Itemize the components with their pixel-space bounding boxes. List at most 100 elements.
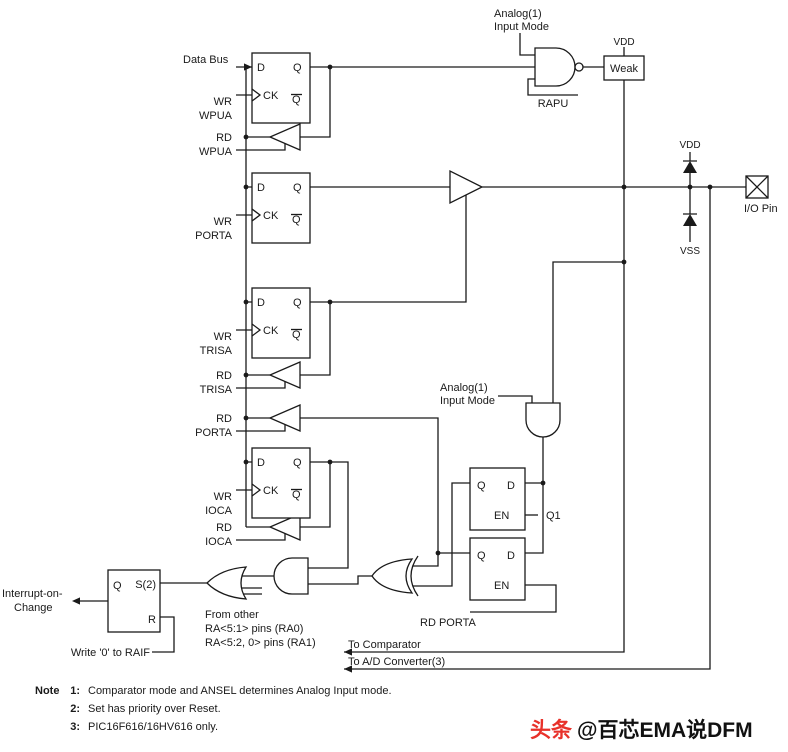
rd-porta-clock-label: RD PORTA xyxy=(420,617,476,629)
wire-xor-out xyxy=(308,575,372,585)
svg-text:WR: WR xyxy=(214,491,232,503)
wire-rd-trisa-in xyxy=(300,302,331,376)
trisa-clock-wedge xyxy=(251,323,262,337)
trisa-q-label: Q xyxy=(293,297,302,309)
raif-q-label: Q xyxy=(113,580,122,592)
watermark-handle: @百芯EMA说DFM xyxy=(577,718,753,742)
svg-text:IOCA: IOCA xyxy=(205,536,233,548)
rd-wpua-label: RD WPUA xyxy=(199,132,233,158)
svg-text:WR: WR xyxy=(214,331,232,343)
porta-latch-box xyxy=(251,172,311,244)
svg-text:PORTA: PORTA xyxy=(195,230,233,242)
interrupt-on-change-line1: Interrupt-on- xyxy=(2,588,63,600)
note2-num: 2: xyxy=(70,703,80,715)
wr-trisa-label: WR TRISA xyxy=(200,331,233,357)
wr-wpua-label: WR WPUA xyxy=(199,96,233,122)
svg-text:RD: RD xyxy=(216,413,232,425)
note1-text: Comparator mode and ANSEL determines Ana… xyxy=(88,685,392,697)
ioca-latch: D Q CK Q xyxy=(251,447,311,519)
ioc-or-gate xyxy=(206,566,248,600)
ioca-latch-box xyxy=(251,447,311,519)
rd-porta-buffer xyxy=(268,404,301,432)
raif-latch: Q S(2) R xyxy=(107,569,161,633)
q1-latch-d-label: D xyxy=(507,480,515,492)
to-comparator-label: To Comparator xyxy=(348,639,421,651)
note3-text: PIC16F616/16HV616 only. xyxy=(88,721,218,733)
q1-latch-box xyxy=(469,467,526,531)
wire-trisa-enable xyxy=(310,195,467,303)
svg-text:RD: RD xyxy=(216,370,232,382)
wpua-qbar-label: Q xyxy=(292,94,301,106)
from-other-line2: RA<5:1> pins (RA0) xyxy=(205,623,303,635)
data-bus-label: Data Bus xyxy=(183,54,229,66)
rd-trisa-label: RD TRISA xyxy=(200,370,233,396)
svg-text:RD: RD xyxy=(216,522,232,534)
analog-input-mode-mid-line2: Input Mode xyxy=(440,395,495,407)
wire-from-other-stubs xyxy=(241,587,262,595)
analog-and-gate xyxy=(525,402,561,438)
io-pin-box-cross xyxy=(745,175,769,199)
from-other-line1: From other xyxy=(205,609,259,621)
wire-rd-porta-read xyxy=(300,417,439,567)
vdd-pin-label: VDD xyxy=(679,140,700,151)
wire-latch1-q xyxy=(413,482,470,587)
ioc-xor-gate xyxy=(371,558,414,594)
trisa-latch-box xyxy=(251,287,311,359)
note3-num: 3: xyxy=(70,721,80,733)
wpua-q-label: Q xyxy=(293,62,302,74)
q1-sample-latch: Q D EN xyxy=(469,467,526,531)
rd-ioca-buffer xyxy=(268,513,301,541)
diode-cathode-bars xyxy=(683,160,697,215)
ioc-xor-gate-back-arc xyxy=(410,555,419,597)
vdd-weak-label: VDD xyxy=(613,37,634,48)
interrupt-arrow xyxy=(72,597,80,605)
ioca-ck-label: CK xyxy=(263,485,279,497)
svg-text:WPUA: WPUA xyxy=(199,146,233,158)
rdporta-latch-q-label: Q xyxy=(477,550,486,562)
wpua-ck-label: CK xyxy=(263,90,279,102)
rapu-label: RAPU xyxy=(538,98,569,110)
ioca-d-label: D xyxy=(257,457,265,469)
rdporta-latch-en-label: EN xyxy=(494,580,509,592)
write-raif-label: Write '0' to RAIF xyxy=(71,647,150,659)
vss-clamp-diode xyxy=(683,214,697,226)
wpua-latch: D Q CK Q xyxy=(251,52,311,124)
data-bus-arrow xyxy=(244,63,252,71)
porta-q-label: Q xyxy=(293,182,302,194)
rdporta-latch-box xyxy=(469,537,526,601)
svg-text:WR: WR xyxy=(214,216,232,228)
ioc-and-gate xyxy=(273,557,309,595)
wr-porta-label: WR PORTA xyxy=(195,216,233,242)
wr-ioca-label: WR IOCA xyxy=(205,491,233,517)
svg-text:TRISA: TRISA xyxy=(200,345,233,357)
wire-rdporta-clock xyxy=(470,584,557,613)
vdd-clamp-diode xyxy=(683,161,697,173)
watermark-brand: 头条 xyxy=(530,718,573,742)
wire-pin-taps xyxy=(344,187,711,670)
trisa-ck-label: CK xyxy=(263,325,279,337)
junction-dots xyxy=(243,64,713,556)
analog-input-mode-mid-line1: Analog(1) xyxy=(440,382,488,394)
wpua-latch-box xyxy=(251,52,311,124)
note2-text: Set has priority over Reset. xyxy=(88,703,221,715)
raif-s-label: S(2) xyxy=(135,579,156,591)
adc-arrow xyxy=(344,665,352,673)
wire-rapu xyxy=(527,78,578,96)
svg-text:PORTA: PORTA xyxy=(195,427,233,439)
wire-gated-pin-input xyxy=(525,437,544,554)
q1-latch-en-label: EN xyxy=(494,510,509,522)
note-label: Note xyxy=(35,685,59,697)
rdporta-latch-d-label: D xyxy=(507,550,515,562)
vss-pin-label: VSS xyxy=(680,246,700,257)
note1-num: 1: xyxy=(70,685,80,697)
from-other-line3: RA<5:2, 0> pins (RA1) xyxy=(205,637,316,649)
weak-label: Weak xyxy=(610,63,638,75)
wpua-clock-wedge xyxy=(251,88,262,102)
ioca-qbar-label: Q xyxy=(292,489,301,501)
svg-text:RD: RD xyxy=(216,132,232,144)
wire-analog-input-mid xyxy=(498,395,533,403)
analog-input-mode-top-line2: Input Mode xyxy=(494,21,549,33)
trisa-d-label: D xyxy=(257,297,265,309)
